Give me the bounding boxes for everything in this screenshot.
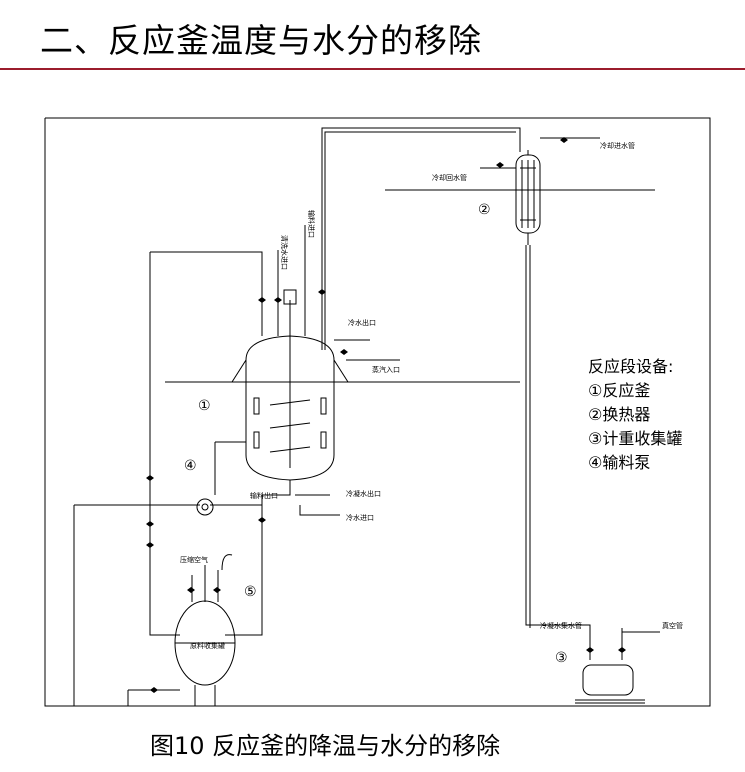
recycle-pipe [150,251,263,298]
marker-heat-exchanger: ② [478,202,491,218]
legend-title: 反应段设备: [588,357,674,376]
feed-pump [196,498,214,516]
equipment-legend: 反应段设备: ①反应釜 ②换热器 ③计重收集罐 ④输料泵 [588,355,682,475]
label-steam-inlet: 蒸汽入口 [372,365,400,374]
legend-item: ②换热器 [588,405,651,424]
marker-raw-tank: ⑤ [244,584,257,600]
label-cold-water-outlet: 冷水出口 [348,318,376,327]
marker-collection-tank: ③ [555,650,568,666]
label-condensate-pipe: 冷凝水集水管 [540,621,582,630]
label-raw-tank: 原料收集罐 [190,641,225,650]
label-cleaning-water-inlet: 清洗水进口 [280,235,289,270]
label-feed-outlet: 输料出口 [250,491,278,500]
label-cooling-water-return: 冷却回水管 [432,173,467,182]
frame [44,117,711,707]
marker-reactor: ① [198,398,211,414]
vapor-pipe [321,127,521,350]
condensate-down-pipe [525,245,591,660]
label-compressed-air: 压缩空气 [180,555,208,564]
legend-item: ④输料泵 [588,453,651,472]
label-cold-water-inlet: 冷水进口 [346,513,374,522]
collection-tank [582,664,634,696]
label-cooling-water-outlet-bottom: 冷凝水出口 [346,489,381,498]
figure-caption: 图10 反应釜的降温与水分的移除 [150,732,501,760]
reactor-vessel [245,335,335,481]
title-divider [0,68,745,70]
process-flow-diagram: ① ② ③ ④ ⑤ 冷却进水管 冷却回水管 冷水出口 蒸汽入口 输料出口 冷凝水… [44,117,711,707]
legend-item: ③计重收集罐 [588,429,683,448]
page-title: 二、反应釜温度与水分的移除 [40,21,482,60]
legend-item: ①反应釜 [588,381,651,400]
label-feed-inlet: 输料进口 [307,210,316,238]
label-cooling-water-inlet-top: 冷却进水管 [600,141,635,150]
marker-pump: ④ [184,458,197,474]
label-vacuum-pipe: 真空管 [662,621,683,630]
